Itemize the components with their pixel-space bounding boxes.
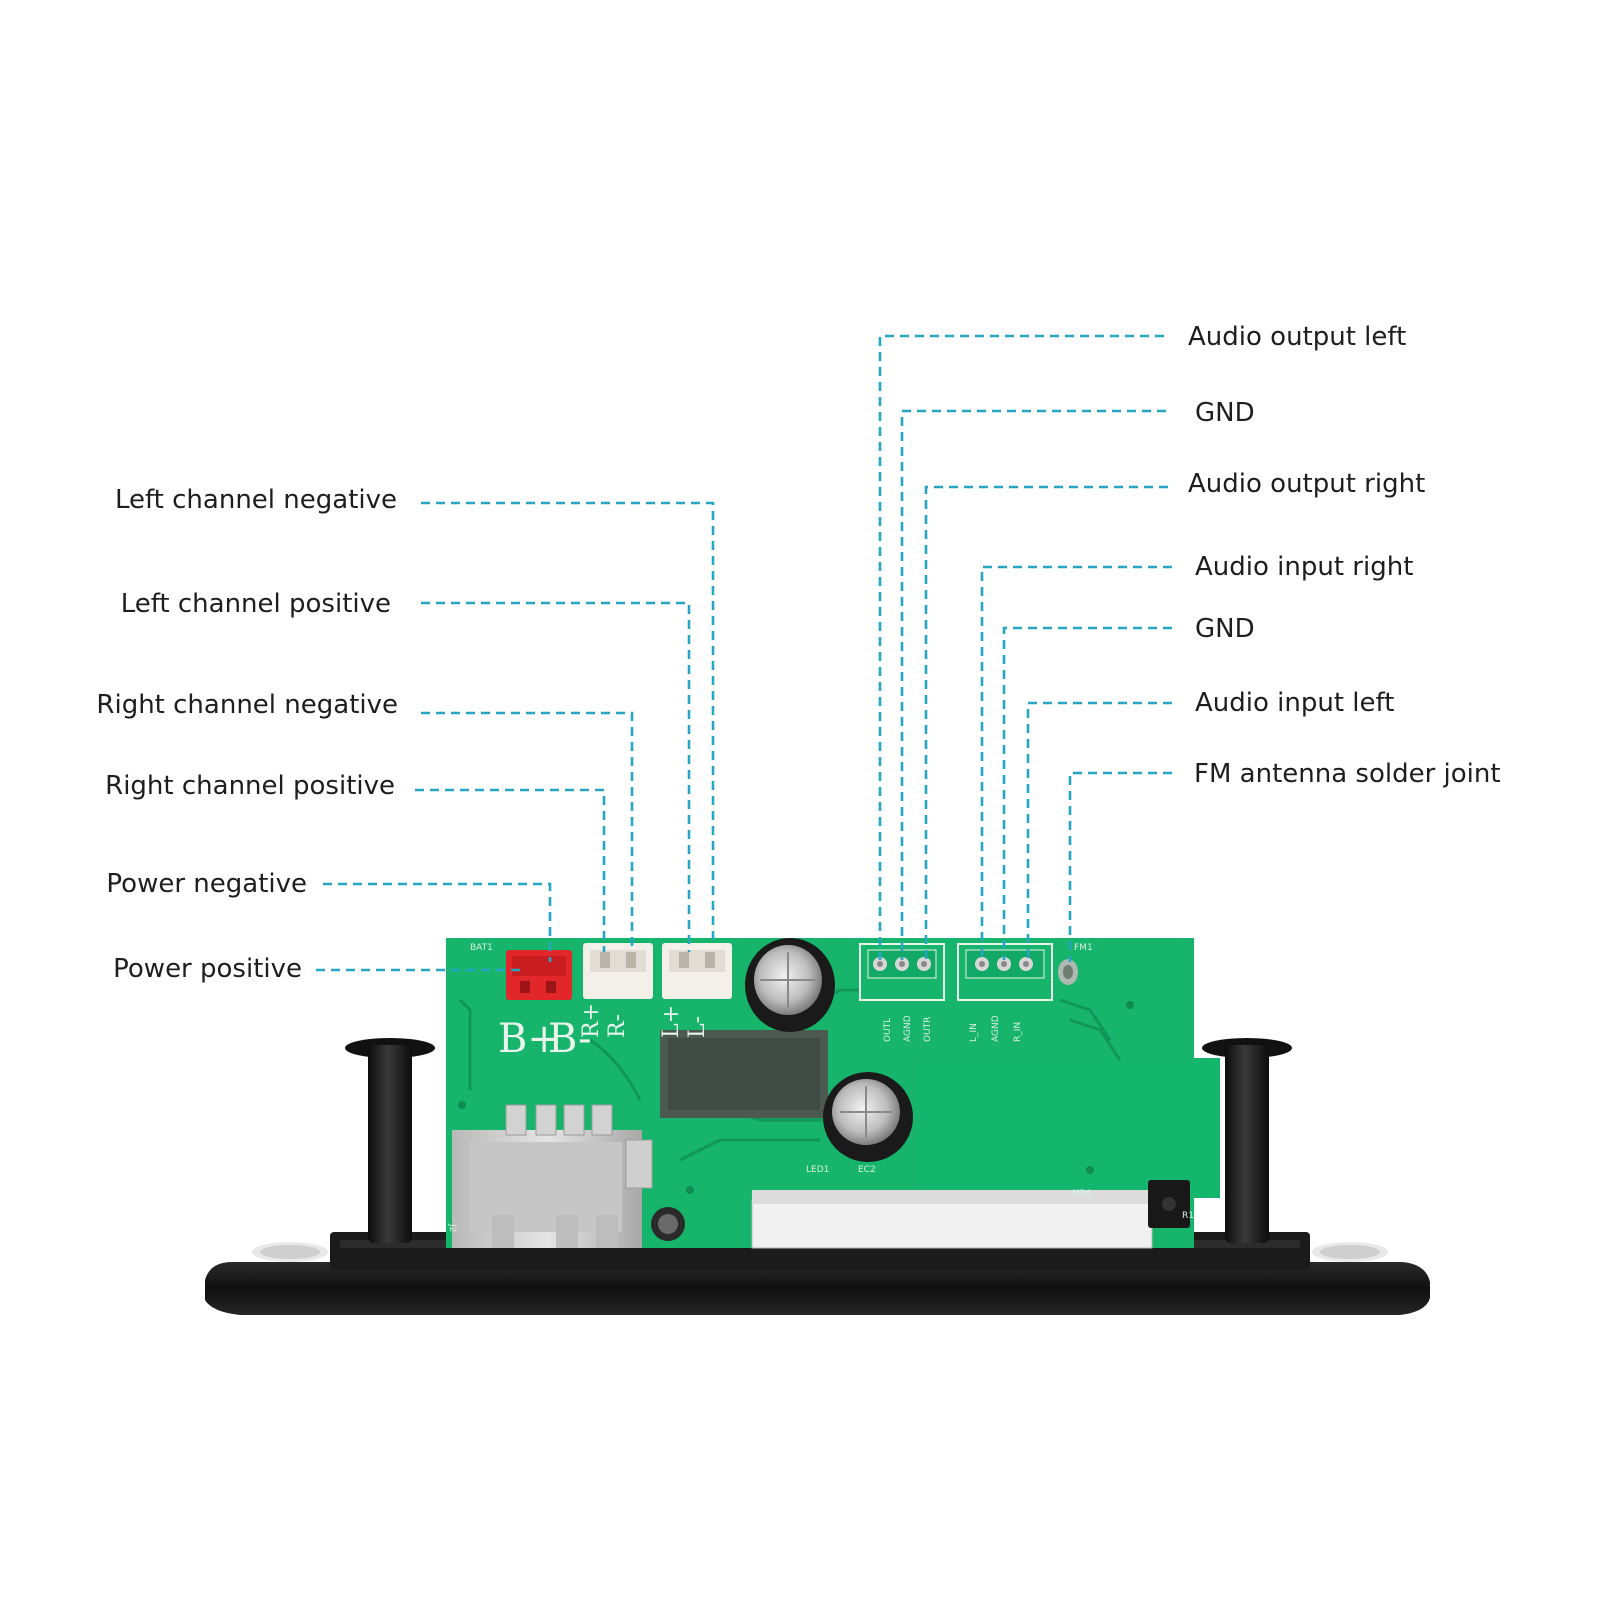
power-connector [506, 950, 572, 1000]
leader-audio-input-right [980, 565, 1172, 960]
silk-r-plus: R+ [579, 1003, 604, 1038]
leader-gnd-output [900, 409, 1166, 960]
fm-antenna-pad [1058, 959, 1078, 985]
silk-outr: OUTR [923, 1017, 933, 1042]
label-left-channel-positive: Left channel positive [121, 589, 391, 619]
silk-r-in: R_IN [1013, 1022, 1023, 1042]
silk-outl: OUTL [883, 1018, 893, 1042]
left-callout-labels: Left channel negative Left channel posit… [96, 485, 398, 984]
label-audio-output-left: Audio output left [1188, 322, 1406, 352]
silk-agnd-out: AGND [903, 1015, 913, 1042]
label-power-positive: Power positive [113, 954, 302, 984]
mp3-decoder-module: B+ B- R+ R- L+ L- OUTL AGND OUTR L_IN AG… [205, 938, 1430, 1315]
leader-right-channel-negative [421, 711, 634, 952]
silk-mp: MP4 [1072, 1189, 1091, 1199]
silk-led: LED1 [806, 1165, 829, 1175]
usb-port [452, 1104, 653, 1248]
silk-l-in: L_IN [969, 1023, 979, 1042]
label-right-channel-positive: Right channel positive [105, 771, 395, 801]
leader-audio-output-right [924, 485, 1168, 960]
microphone [651, 1207, 685, 1241]
leader-audio-output-left [878, 334, 1164, 960]
label-gnd-input: GND [1195, 614, 1255, 644]
label-audio-input-right: Audio input right [1195, 552, 1413, 582]
silk-j2: J2 [447, 1223, 457, 1232]
silk-b-minus: B- [548, 1016, 592, 1062]
right-speaker-connector [583, 943, 653, 999]
silk-r-minus: R- [605, 1014, 630, 1038]
label-audio-output-right: Audio output right [1188, 469, 1425, 499]
silk-ec2: EC2 [858, 1165, 876, 1175]
left-speaker-connector [662, 943, 732, 999]
label-fm-antenna: FM antenna solder joint [1194, 759, 1501, 789]
display-strip [751, 1190, 1153, 1249]
silk-agnd-in: AGND [991, 1015, 1001, 1042]
leader-power-negative [323, 882, 552, 962]
silkscreen-labels: B+ B- R+ R- L+ L- OUTL AGND OUTR L_IN AG… [447, 943, 1194, 1232]
mounting-post-right [1202, 1038, 1292, 1243]
leader-fm-antenna [1068, 771, 1172, 962]
silk-l-plus: L+ [659, 1005, 684, 1038]
leader-left-channel-negative [421, 501, 715, 942]
leader-right-channel-positive [415, 788, 606, 952]
leader-audio-input-left [1026, 701, 1172, 960]
label-audio-input-left: Audio input left [1195, 688, 1394, 718]
label-gnd-output: GND [1195, 398, 1255, 428]
leader-left-channel-positive [421, 601, 691, 952]
label-power-negative: Power negative [106, 869, 307, 899]
silk-bat: BAT1 [470, 943, 493, 953]
silk-r1: R1 [1182, 1211, 1194, 1221]
silk-fm: FM1 [1074, 943, 1093, 953]
callout-leaders [316, 334, 1172, 972]
capacitor-bottom [823, 1072, 913, 1162]
capacitor-top [745, 938, 835, 1032]
label-left-channel-negative: Left channel negative [115, 485, 397, 515]
ir-receiver [1148, 1180, 1190, 1228]
silk-b-plus: B+ [498, 1016, 561, 1062]
label-right-channel-negative: Right channel negative [96, 690, 398, 720]
mounting-post-left [345, 1038, 435, 1243]
silk-l-minus: L- [685, 1016, 710, 1038]
leader-gnd-input [1002, 626, 1172, 960]
right-callout-labels: Audio output left GND Audio output right… [1188, 322, 1501, 789]
